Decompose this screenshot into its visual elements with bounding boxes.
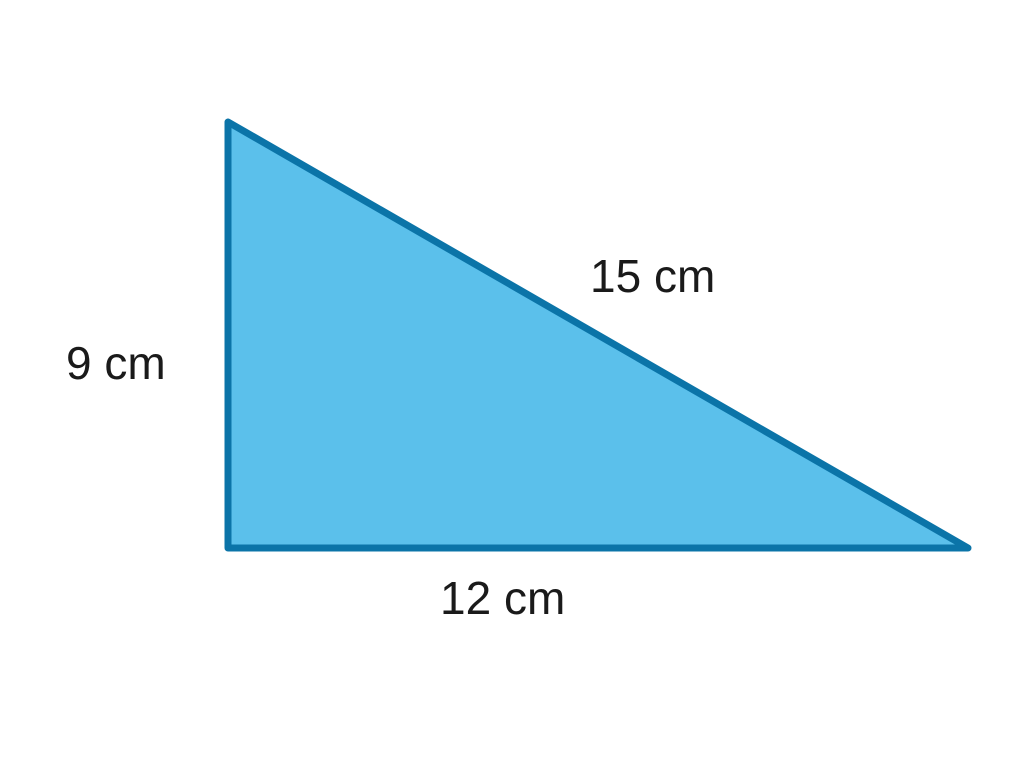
left-side-label: 9 cm [66, 337, 166, 389]
bottom-side-label: 12 cm [440, 572, 565, 624]
hypotenuse-label: 15 cm [590, 250, 715, 302]
right-triangle [224, 118, 972, 552]
